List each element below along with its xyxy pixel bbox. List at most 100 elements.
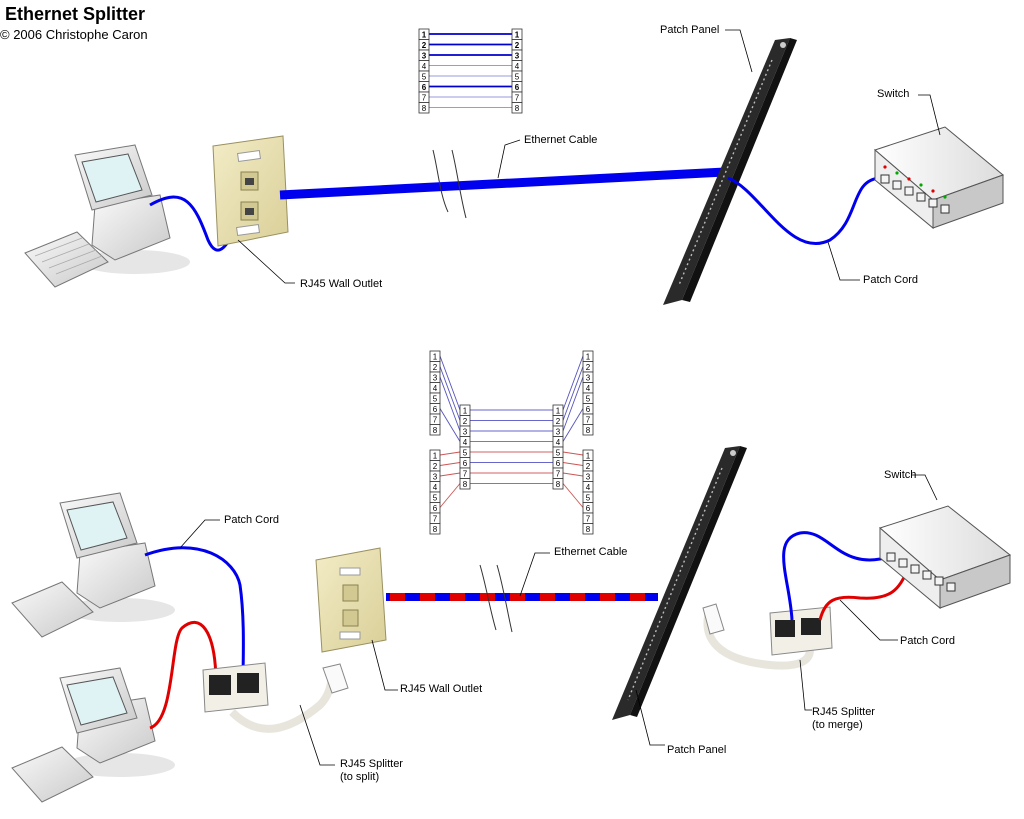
pin-number: 6 <box>433 405 438 414</box>
wall-outlet-bottom <box>315 547 387 653</box>
pin-number: 8 <box>586 525 591 534</box>
pin-number: 6 <box>556 459 561 468</box>
diagram-title: Ethernet Splitter <box>5 4 146 24</box>
splitter-left <box>202 662 349 733</box>
pin-number: 2 <box>433 363 438 372</box>
splitter-right <box>769 606 833 656</box>
pin-number: 7 <box>586 416 591 425</box>
pin-number: 4 <box>556 438 561 447</box>
switch-top <box>874 126 1004 230</box>
computer-icon <box>11 492 175 638</box>
pin-number: 1 <box>556 407 561 416</box>
pin-number: 1 <box>586 452 591 461</box>
switch-bottom <box>879 505 1012 610</box>
pin-number: 4 <box>586 384 591 393</box>
pin-box <box>459 478 471 490</box>
pin-number: 8 <box>586 426 591 435</box>
label-patch-panel-top: Patch Panel <box>660 24 719 36</box>
pin-number: 7 <box>586 515 591 524</box>
pin-number: 5 <box>515 73 520 82</box>
label-switch-bottom: Switch <box>884 469 916 481</box>
pin-number: 2 <box>433 462 438 471</box>
pin-number: 3 <box>422 52 427 61</box>
pin-number: 7 <box>433 515 438 524</box>
label-ethernet-cable-bottom: Ethernet Cable <box>554 546 627 558</box>
label-splitter-right-1: RJ45 Splitter <box>812 706 875 718</box>
pin-number: 3 <box>586 374 591 383</box>
pin-number: 4 <box>422 62 427 71</box>
pin-box <box>429 523 441 535</box>
computer-icon <box>11 667 175 803</box>
pin-number: 4 <box>433 384 438 393</box>
pin-number: 1 <box>433 353 438 362</box>
pin-number: 3 <box>556 428 561 437</box>
label-patch-cord-right: Patch Cord <box>900 635 955 647</box>
label-splitter-left-2: (to split) <box>340 771 379 783</box>
pin-number: 6 <box>586 504 591 513</box>
pin-number: 8 <box>433 525 438 534</box>
pin-number: 4 <box>586 483 591 492</box>
pin-number: 2 <box>586 363 591 372</box>
label-splitter-left-1: RJ45 Splitter <box>340 758 403 770</box>
copyright-text: © 2006 Christophe Caron <box>0 27 148 42</box>
pin-number: 8 <box>515 104 520 113</box>
ethernet-cable-top <box>279 167 726 200</box>
pin-box <box>552 478 564 490</box>
pin-number: 5 <box>433 494 438 503</box>
patch-panel-top <box>663 38 797 305</box>
pin-number: 4 <box>433 483 438 492</box>
pin-number: 7 <box>422 94 427 103</box>
wall-outlet-top <box>212 135 289 247</box>
label-patch-cord-top: Patch Cord <box>863 274 918 286</box>
pin-number: 8 <box>463 480 468 489</box>
pin-number: 2 <box>586 462 591 471</box>
pin-number: 7 <box>463 470 468 479</box>
ethernet-cable-bottom <box>386 593 658 601</box>
pin-number: 3 <box>515 52 520 61</box>
pin-number: 5 <box>463 449 468 458</box>
pin-number: 1 <box>463 407 468 416</box>
pin-number: 1 <box>433 452 438 461</box>
pin-number: 6 <box>433 504 438 513</box>
pin-number: 8 <box>422 104 427 113</box>
pin-number: 4 <box>515 62 520 71</box>
pin-number: 1 <box>422 31 427 40</box>
pin-box <box>582 523 594 535</box>
pin-box <box>582 424 594 436</box>
pin-number: 5 <box>422 73 427 82</box>
pin-number: 7 <box>515 94 520 103</box>
pin-box <box>418 102 430 114</box>
pin-number: 6 <box>586 405 591 414</box>
pin-number: 3 <box>433 473 438 482</box>
patch-cord-top <box>727 176 881 245</box>
pin-number: 7 <box>433 416 438 425</box>
pin-number: 1 <box>515 31 520 40</box>
pin-number: 3 <box>463 428 468 437</box>
pin-number: 4 <box>463 438 468 447</box>
pin-number: 7 <box>556 470 561 479</box>
label-patch-panel-bottom: Patch Panel <box>667 744 726 756</box>
label-ethernet-cable-top: Ethernet Cable <box>524 134 597 146</box>
pin-box <box>511 102 523 114</box>
pin-number: 6 <box>463 459 468 468</box>
pin-number: 8 <box>433 426 438 435</box>
computer-icon <box>24 144 190 288</box>
pin-number: 3 <box>433 374 438 383</box>
label-patch-cord-left: Patch Cord <box>224 514 279 526</box>
pin-number: 5 <box>586 494 591 503</box>
pin-number: 2 <box>556 417 561 426</box>
pin-number: 2 <box>463 417 468 426</box>
pin-number: 5 <box>433 395 438 404</box>
label-splitter-right-2: (to merge) <box>812 719 863 731</box>
pin-number: 1 <box>586 353 591 362</box>
pinout-bottom: 1234567812345678123456781234567812345678… <box>429 350 594 535</box>
pin-number: 5 <box>556 449 561 458</box>
label-wall-outlet-top: RJ45 Wall Outlet <box>300 278 382 290</box>
pin-number: 5 <box>586 395 591 404</box>
pin-number: 6 <box>515 83 520 92</box>
label-switch-top: Switch <box>877 88 909 100</box>
label-wall-outlet-bottom: RJ45 Wall Outlet <box>400 683 482 695</box>
pin-box <box>429 424 441 436</box>
